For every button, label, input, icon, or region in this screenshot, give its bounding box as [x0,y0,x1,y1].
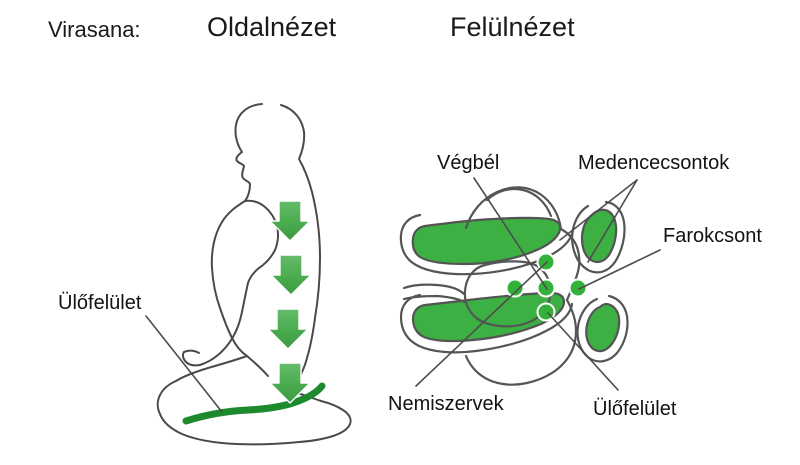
leader-line-seat-bottom [547,312,619,391]
leader-line-farokcsont [578,249,661,290]
label-genitals: Nemiszervek [388,393,504,415]
leader-line-medence-a [559,179,638,241]
pressure-arrow-1 [269,200,311,242]
leader-line-medence-b [587,179,638,263]
tailbone-lower [585,302,621,353]
landmark-marker-right [568,278,588,298]
leader-line-seat-left [145,315,223,413]
label-pelvic-bones: Medencecsontok [578,152,730,174]
pose-name-label: Virasana: [48,17,141,42]
label-rectum: Végbél [437,152,500,174]
label-tailbone: Farokcsont [663,225,762,247]
leader-line-nemiszervek [415,261,548,387]
leader-line-vegbel [473,177,548,290]
tailbone-upper [580,208,618,264]
landmark-marker-left [505,278,525,298]
pressure-arrow-2 [270,254,312,296]
label-seat-side-view: Ülőfelület [58,292,142,314]
seated-figure-side-profile-icon [156,103,352,446]
seat-contact-line [182,382,326,425]
side-view-title: Oldalnézet [207,12,337,42]
top-view-title: Felülnézet [450,12,575,42]
label-seat-top-view: Ülőfelület [593,398,677,420]
pressure-arrow-3 [267,308,309,350]
